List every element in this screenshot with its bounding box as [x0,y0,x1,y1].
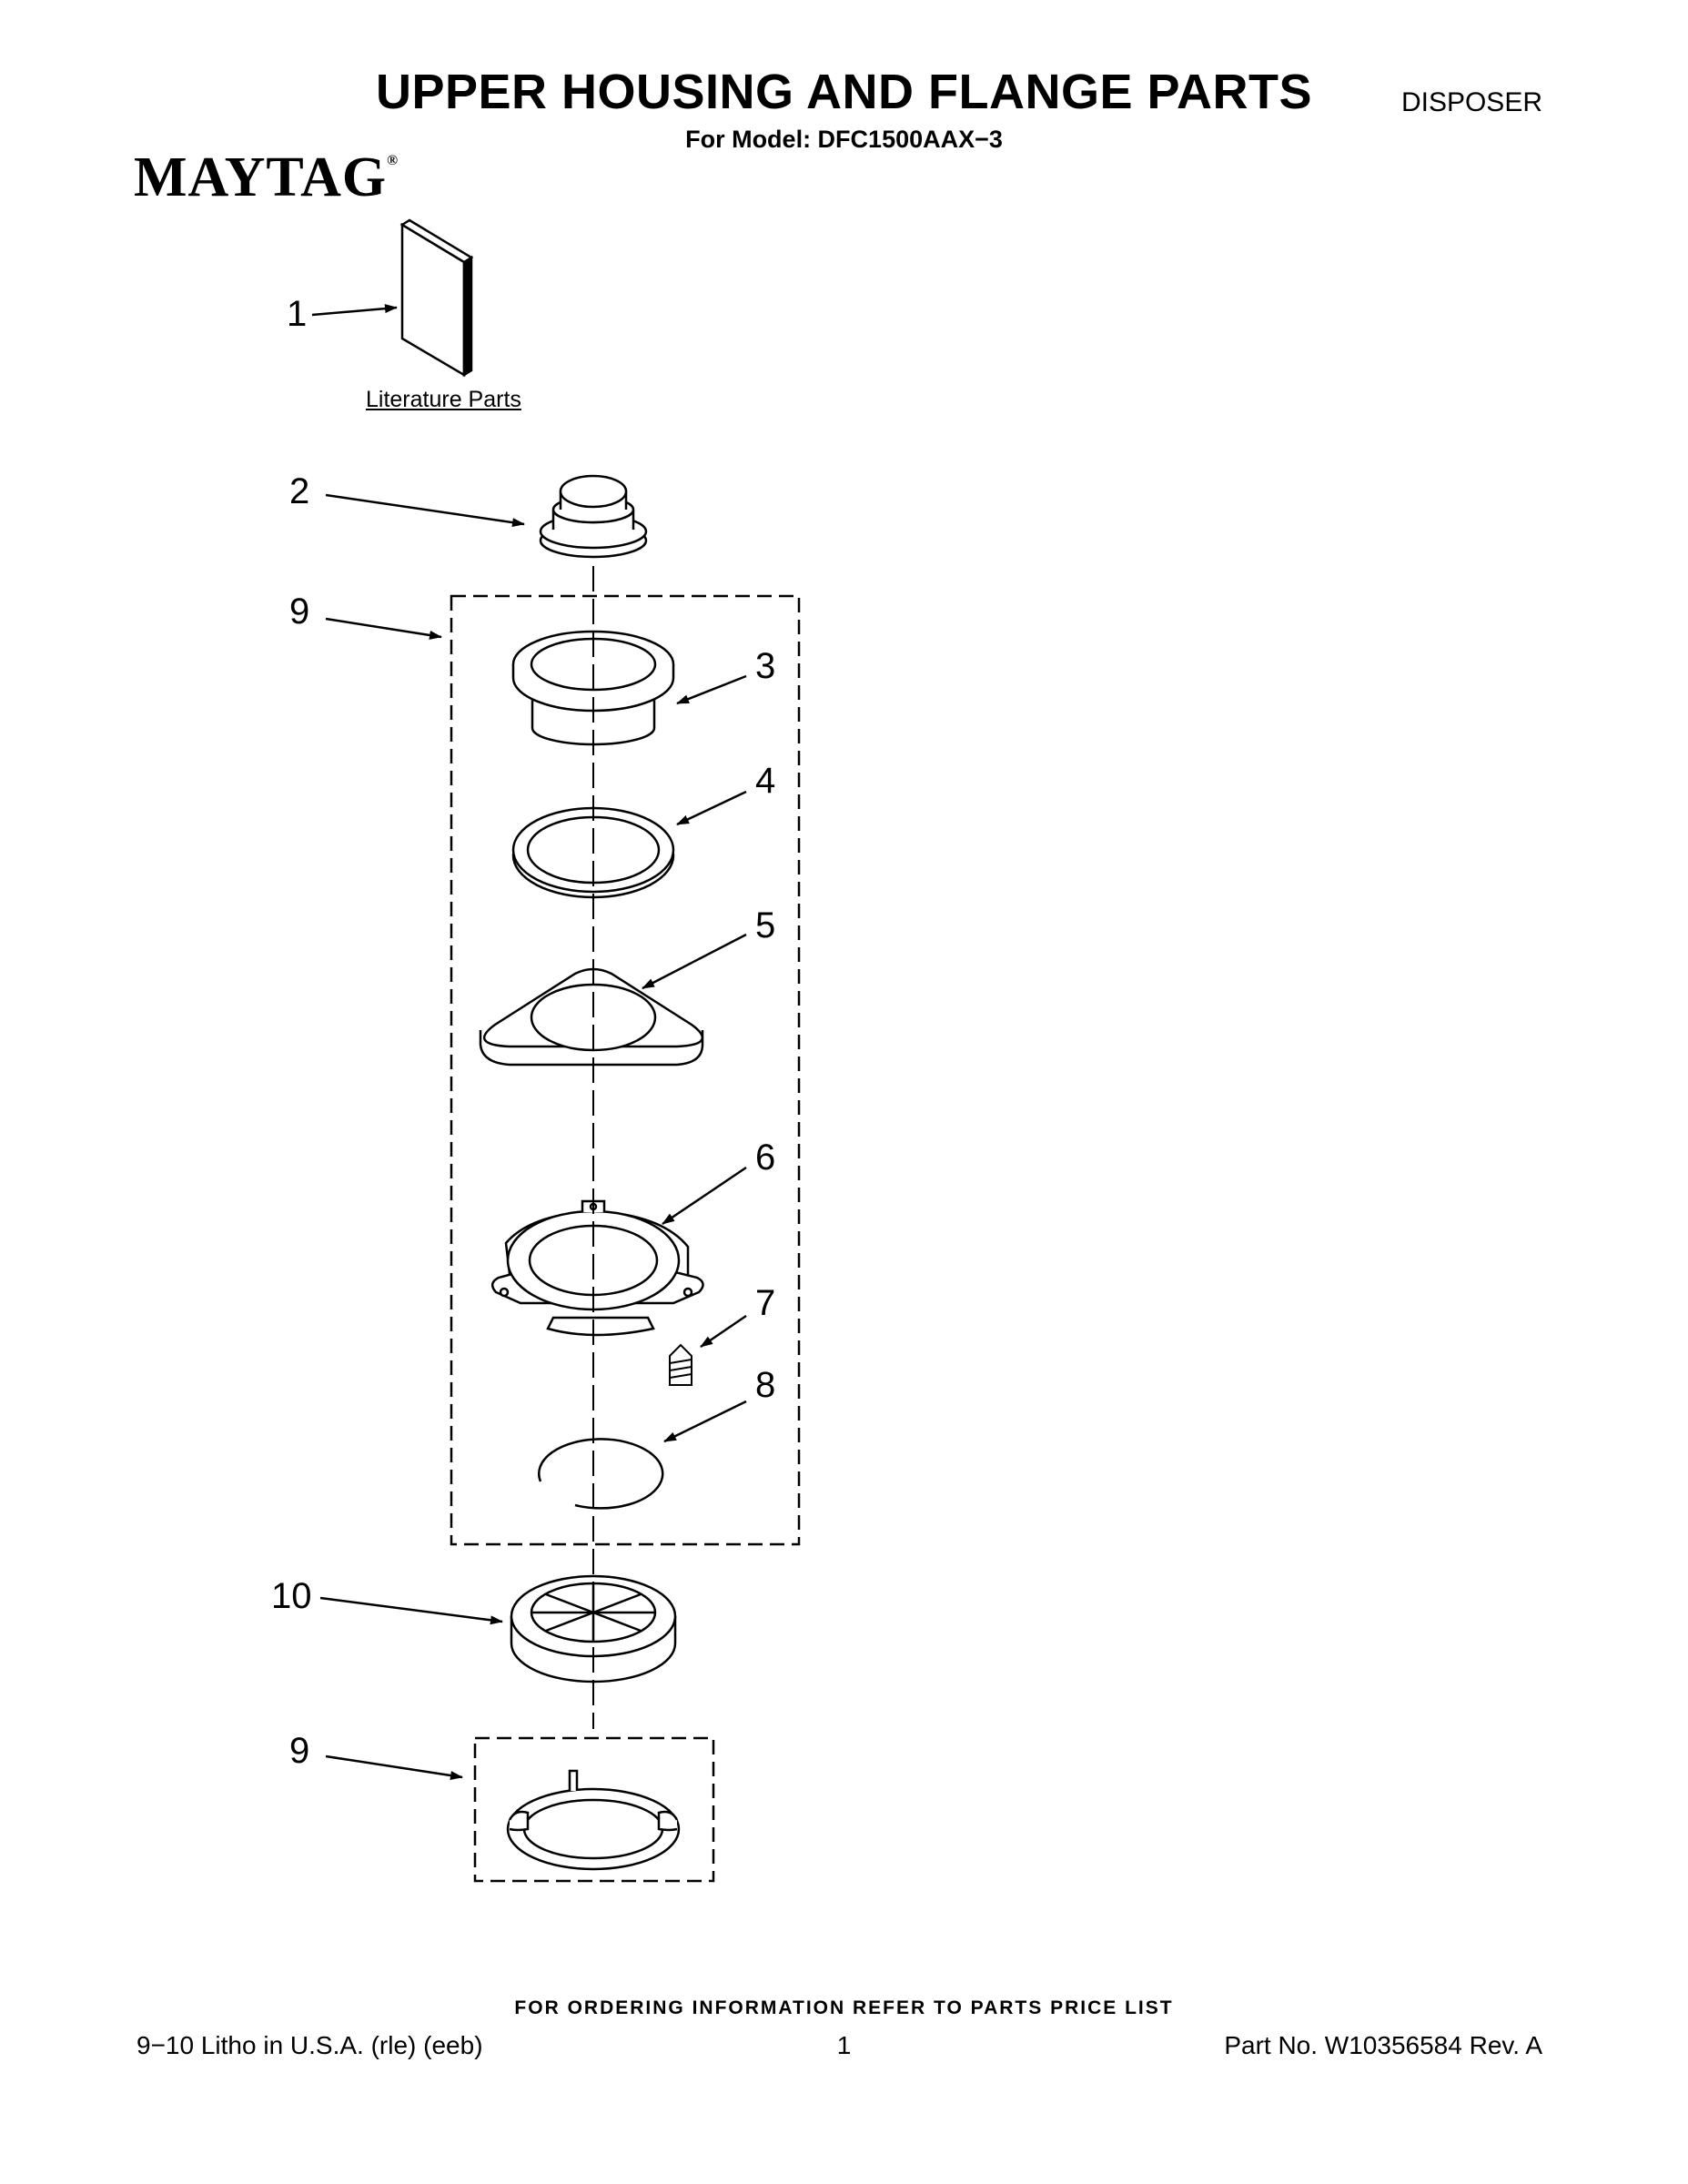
literature-parts-label: Literature Parts [366,387,521,412]
brand-name: MAYTAG [134,147,388,208]
callout-arrow-4 [676,790,747,826]
callout-label-7: 7 [755,1283,776,1323]
stopper-part [539,474,648,559]
callout-label-6: 6 [755,1138,776,1178]
callout-arrow-8 [663,1400,747,1443]
registered-mark: ® [387,153,399,168]
callout-label-8: 8 [755,1365,776,1405]
callout-label-5: 5 [755,905,776,945]
snap-ring-part [538,1438,664,1510]
callout-label-3: 3 [755,646,776,686]
literature-booklet-part [399,218,474,378]
assembly-box-9 [450,594,801,1546]
callout-arrow-9-top [325,617,442,640]
page-number: 1 [836,2031,852,2059]
callout-label-2: 2 [289,471,310,511]
model-subtitle: For Model: DFC1500AAX−3 [685,126,1003,153]
callout-arrow-7 [700,1314,747,1349]
ordering-note: FOR ORDERING INFORMATION REFER TO PARTS … [514,1997,1174,2018]
mounting-ring-part [490,1199,704,1337]
page-title: UPPER HOUSING AND FLANGE PARTS [375,65,1313,119]
callout-label-9-top: 9 [289,592,310,632]
callout-label-10: 10 [271,1576,312,1616]
callout-arrow-5 [642,933,747,990]
callout-arrow-1 [311,304,398,317]
triangular-gasket-part [479,967,704,1067]
callout-label-9-bottom: 9 [289,1731,310,1771]
callout-arrow-10 [319,1596,503,1625]
product-category: DISPOSER [1400,87,1542,117]
callout-arrow-9-bottom [325,1754,463,1780]
callout-label-1: 1 [287,294,308,334]
print-info: 9−10 Litho in U.S.A. (rle) (eeb) [136,2031,483,2059]
callout-arrow-2 [325,493,525,528]
brand-logo: MAYTAG® [134,146,399,210]
callout-arrow-3 [676,674,747,705]
part-number: Part No. W10356584 Rev. A [1224,2031,1542,2059]
retaining-ring-part [506,1769,681,1871]
screw-part [669,1343,692,1386]
assembly-box-9-lower [473,1736,715,1883]
callout-arrow-6 [662,1166,747,1226]
callout-label-4: 4 [755,761,776,801]
